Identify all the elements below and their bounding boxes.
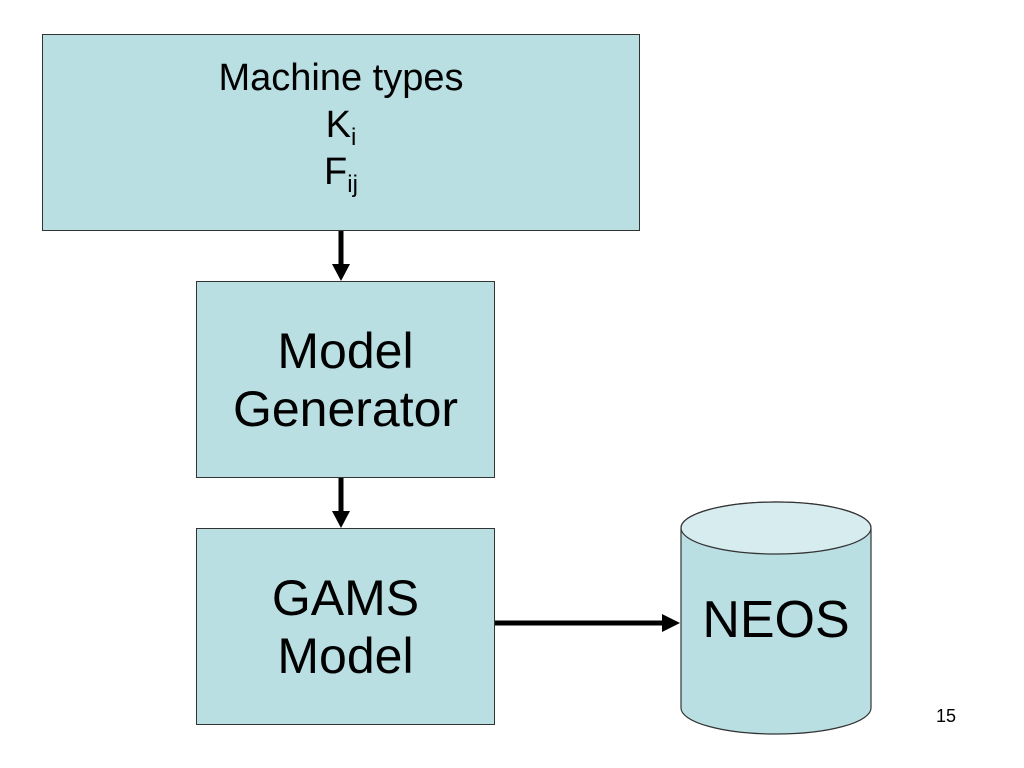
k-subscript: i <box>351 124 357 151</box>
arrow-generator-to-gams <box>332 478 350 528</box>
k-i-symbol: Ki <box>325 102 357 151</box>
arrow-input-to-generator <box>332 231 350 281</box>
machine-types-box: Machine types Ki Fij <box>42 34 640 231</box>
model-generator-line2: Generator <box>232 380 459 437</box>
arrow-gams-to-neos <box>495 614 680 632</box>
model-generator-line1: Model <box>277 322 414 379</box>
machine-types-label: Machine types <box>218 57 464 99</box>
gams-model-line2: Model <box>277 627 414 684</box>
k-base: K <box>325 104 351 146</box>
page-number: 15 <box>936 706 957 726</box>
gams-model-line1: GAMS <box>271 569 420 626</box>
gams-model-box: GAMS Model <box>196 528 495 725</box>
f-subscript: ij <box>347 171 358 198</box>
model-generator-box: Model Generator <box>196 281 495 478</box>
neos-label: NEOS <box>702 591 850 649</box>
f-ij-symbol: Fij <box>324 149 358 198</box>
f-base: F <box>324 151 348 193</box>
